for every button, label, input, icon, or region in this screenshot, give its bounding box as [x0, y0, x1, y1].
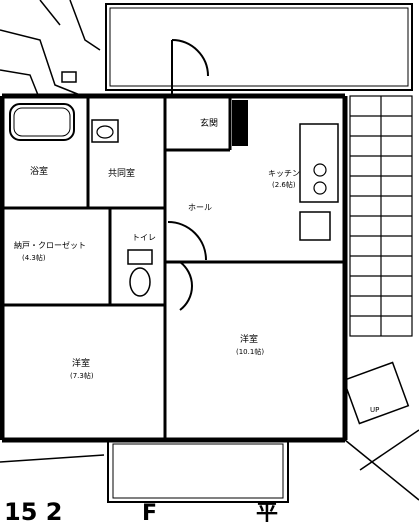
toilet-door-arc: [167, 221, 207, 261]
stair-note: UP: [370, 406, 379, 414]
toilet-bowl: [129, 267, 151, 297]
washbasin-bowl: [96, 125, 114, 139]
stove-burner-icon: [313, 163, 327, 177]
room-label-closet: 納戸・クローゼット: [14, 240, 86, 250]
bathtub: [9, 103, 75, 141]
room-label-bath: 浴室: [30, 165, 48, 177]
hall-door-arc: [179, 261, 193, 311]
top-balcony: [105, 3, 413, 91]
shoe-cabinet: [232, 100, 248, 146]
staircase: [349, 95, 413, 337]
room-label-kitchen: キッチン: [268, 169, 300, 178]
room-label-living: 洋室: [240, 333, 258, 345]
top-balcony-inner: [109, 7, 409, 87]
room-label-toilet: トイレ: [132, 233, 156, 242]
bottom-balcony: [107, 439, 289, 503]
kitchen-counter: [299, 123, 339, 203]
bottom-balcony-inner: [112, 443, 284, 499]
washbasin: [91, 119, 119, 143]
stove-burner-icon: [313, 181, 327, 195]
room-label-entrance: 玄関: [200, 117, 218, 129]
room-label-bedroom-size: (7.3帖): [70, 371, 94, 380]
dimension-line: [0, 454, 105, 463]
street-fragment: [342, 361, 419, 501]
entrance-door-arc: [171, 39, 209, 77]
toilet-tank: [127, 249, 153, 265]
room-label-hall: ホール: [188, 203, 212, 212]
outer-walls: [0, 93, 348, 443]
room-label-bedroom: 洋室: [72, 357, 90, 369]
refrigerator: [299, 211, 331, 241]
room-label-closet-size: (4.3帖): [22, 253, 46, 262]
room-label-kitchen-size: (2.6帖): [272, 180, 296, 189]
map-fragment: [0, 0, 101, 96]
room-label-living-size: (10.1帖): [236, 347, 264, 356]
bathtub-inner: [13, 107, 71, 137]
footer-token: 平: [256, 501, 278, 522]
interior-walls: [0, 96, 345, 440]
footer-token: 15 2: [4, 498, 62, 522]
footer-token: F: [142, 501, 157, 522]
room-label-utility: 共同室: [108, 167, 135, 179]
